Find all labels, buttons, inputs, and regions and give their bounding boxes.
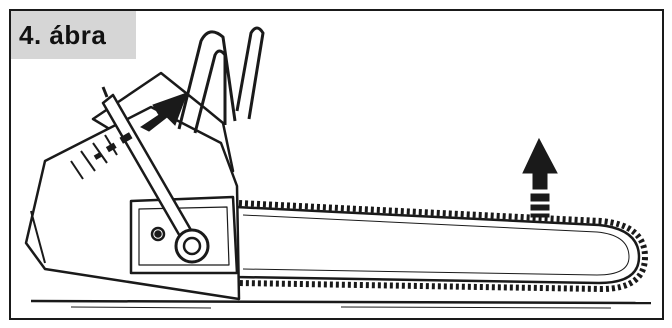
- figure-label: 4. ábra: [11, 11, 136, 59]
- ground-line: [30, 299, 652, 309]
- tensioning-tool: [101, 86, 210, 264]
- chainsaw-illustration: [24, 26, 652, 309]
- lift-bar-tip-arrow: [522, 137, 558, 218]
- saw-chain: [238, 200, 649, 293]
- turn-direction-arrow: [93, 92, 188, 160]
- saw-body: [24, 71, 241, 301]
- front-handle: [177, 26, 265, 134]
- guide-bar: [234, 205, 641, 285]
- figure-frame: 4. ábra: [9, 9, 664, 320]
